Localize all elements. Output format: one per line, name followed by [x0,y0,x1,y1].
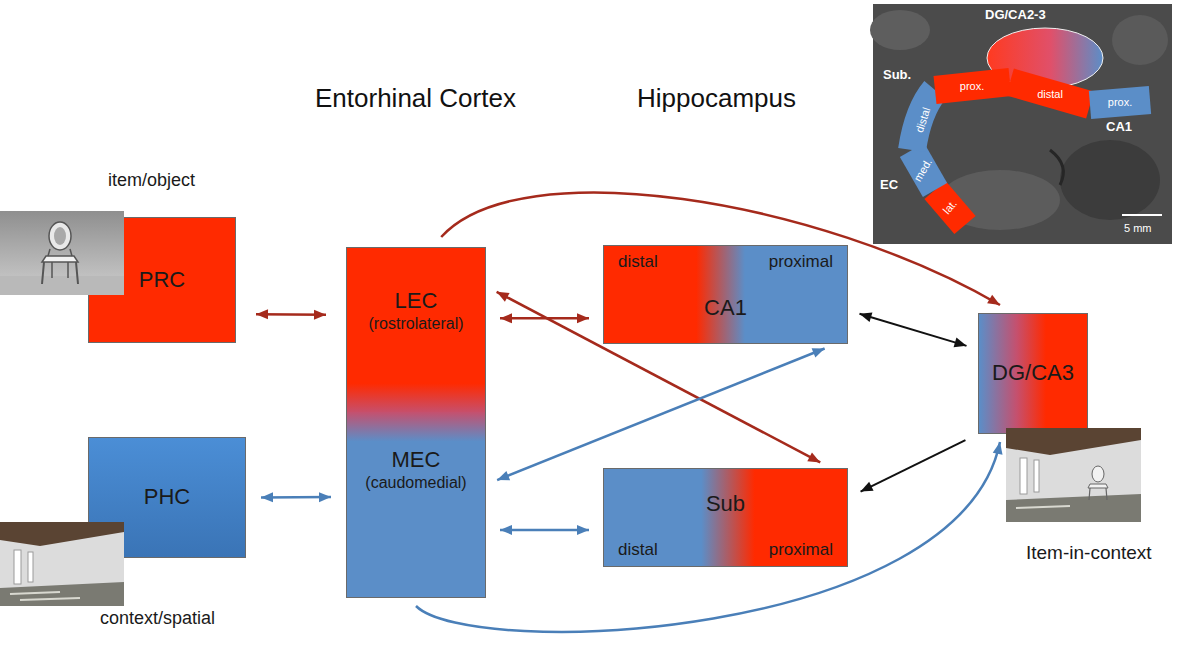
arrow-head [256,309,268,319]
caption-label: Item-in-context [1026,542,1152,564]
arrow-head [497,471,510,480]
text-row: distal proximal [604,540,847,566]
mri-inset [870,4,1172,244]
node-text: MEC [392,447,441,473]
inset-label: distal [1037,88,1063,101]
arrow-head [497,292,510,302]
inset-label: Sub. [883,68,911,83]
caption-label: item/object [108,170,195,191]
arrow-head [577,313,589,323]
node-text: (caudomedial) [365,473,466,492]
node-text: proximal [769,540,833,560]
caption-label: context/spatial [100,608,215,629]
arrow-head [993,442,1003,455]
region-box: distal proximalCA1 [603,245,848,344]
inset-label: DG/CA2-3 [985,8,1046,23]
connector-line [861,440,966,491]
connector [261,492,331,502]
text-row: Sub [706,469,745,540]
arrow-head [861,482,874,492]
text-row: CA1 [704,272,747,343]
item-in-context-picture [1006,428,1141,522]
region-box: DG/CA3 [978,313,1088,434]
node-text: proximal [769,252,833,272]
inset-label: prox. [960,80,984,93]
arrow-head [500,313,512,323]
connector [256,309,326,319]
node-text: (rostrolateral) [368,314,463,333]
node-text: CA1 [704,295,747,321]
region-box: MEC(caudomedial) [346,412,486,598]
arrow-head [319,492,331,502]
connector [416,442,1003,632]
arrow-head [812,348,825,357]
caption-label: Entorhinal Cortex [315,84,516,114]
node-text: DG/CA3 [992,360,1074,386]
connector-line [500,529,589,532]
arrow-head [807,452,820,462]
node-text: Sub [706,491,745,517]
connector-line [859,314,966,346]
arrow-head [314,310,326,320]
connector [859,312,966,347]
chair-picture [0,211,124,295]
caption-label: Hippocampus [637,84,796,114]
inset-label: EC [880,178,898,193]
node-text: PHC [144,484,190,510]
inset-label: 5 mm [1124,222,1152,235]
connector [500,525,589,535]
arrow-head [859,312,872,322]
connector-line [416,442,1000,632]
connector-line [497,348,824,480]
connector [861,440,966,491]
connector [497,348,824,480]
arrow-head [987,295,1000,305]
text-row: distal proximal [604,246,847,272]
arrow-head [500,525,512,535]
arrow-head [261,492,273,502]
inset-label: prox. [1108,96,1132,109]
arrow-head [577,525,589,535]
node-text: PRC [139,267,185,293]
node-text: distal [618,540,658,560]
region-box: LEC(rostrolateral) [346,247,486,413]
region-box: Sub distal proximal [603,468,848,567]
node-text: LEC [395,288,438,314]
arrow-head [954,338,967,348]
room-picture [0,522,124,606]
node-text: distal [618,252,658,272]
inset-label: CA1 [1106,120,1132,135]
